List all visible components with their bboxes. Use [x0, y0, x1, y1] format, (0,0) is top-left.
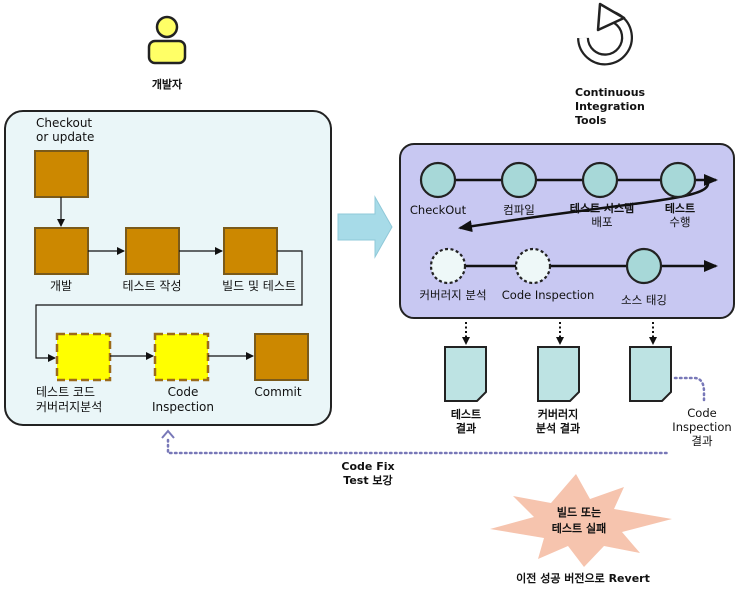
cycle-icon: [577, 2, 633, 66]
transfer-arrow: [337, 195, 393, 259]
coverage-result-label-line1: 커버러지: [538, 407, 578, 421]
checkout-label-line2: or update: [36, 130, 94, 144]
failure-label-line2: 테스트 실패: [552, 521, 606, 535]
inspection-result-label-line1: Code: [687, 406, 716, 420]
tag-node: [625, 247, 663, 285]
feedback-label-line2: Test 보강: [343, 473, 392, 487]
inspection-label-line2: Inspection: [152, 400, 214, 414]
checkout-label-line1: Checkout: [36, 116, 92, 130]
test-result-document-icon: [444, 346, 487, 402]
test-result-label-line1: 테스트: [451, 407, 481, 421]
build-test-box: [223, 227, 278, 275]
feedback-line-right: [673, 376, 706, 404]
develop-label: 개발: [50, 279, 72, 293]
developer-icon: [147, 15, 187, 65]
arrow-build-coverage: [35, 250, 303, 362]
feedback-line: [166, 438, 670, 455]
developer-label: 개발자: [152, 77, 183, 91]
inspection-label-line1: Code: [168, 385, 199, 399]
commit-label: Commit: [254, 385, 301, 399]
inspection-result-label-line3: 결과: [691, 434, 713, 448]
deploy-node-label-line2: 배포: [591, 215, 612, 229]
failure-burst-icon: [490, 474, 672, 567]
test-node: [659, 161, 697, 199]
coverage-label-line1: 테스트 코드: [36, 385, 95, 399]
inspection-box: [153, 332, 210, 382]
inspection-node-label: Code Inspection: [502, 288, 595, 302]
inspection-result-label-line2: Inspection: [672, 420, 731, 434]
commit-box: [254, 333, 309, 381]
coverage-node: [429, 247, 467, 285]
checkout-box: [34, 150, 89, 198]
coverage-node-label: 커버러지 분석: [419, 288, 486, 302]
ci-tools-label-line1: Continuous: [575, 86, 646, 99]
build-test-label: 빌드 및 테스트: [222, 279, 296, 293]
coverage-box: [55, 332, 112, 382]
develop-box: [34, 227, 89, 275]
inspection-node: [514, 247, 552, 285]
test-result-label-line2: 결과: [456, 421, 476, 435]
revert-label: 이전 성공 버전으로 Revert: [516, 571, 650, 585]
inspection-result-document-icon: [629, 346, 672, 402]
pipeline-return-arrow: [458, 179, 710, 233]
tag-node-label: 소스 태깅: [621, 293, 667, 307]
checkout-node: [419, 161, 457, 199]
failure-label-line1: 빌드 또는: [557, 505, 601, 519]
ci-tools-label-line2: Integration: [575, 100, 645, 113]
feedback-arrowhead: [161, 429, 175, 439]
coverage-result-document-icon: [537, 346, 580, 402]
deploy-node: [581, 161, 619, 199]
write-test-label: 테스트 작성: [122, 279, 181, 293]
test-node-label-line2: 수행: [669, 215, 690, 229]
checkout-node-label: CheckOut: [410, 203, 467, 217]
coverage-label-line2: 커버러지분석: [36, 400, 102, 414]
deploy-node-label-line1: 테스트 시스템: [570, 201, 635, 215]
compile-node-label: 컴파일: [503, 203, 535, 217]
compile-node: [500, 161, 538, 199]
ci-tools-label-line3: Tools: [575, 114, 607, 127]
feedback-label-line1: Code Fix: [341, 460, 394, 473]
test-node-label-line1: 테스트: [665, 201, 695, 215]
write-test-box: [125, 227, 180, 275]
coverage-result-label-line2: 분석 결과: [536, 421, 580, 435]
